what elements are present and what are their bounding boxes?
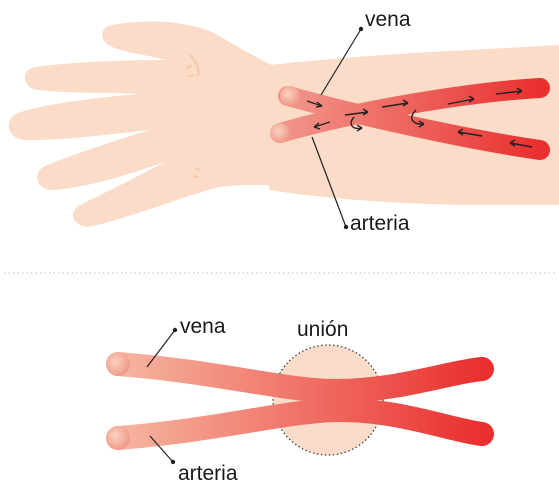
- top-vein-label: vena: [365, 8, 411, 31]
- bottom-vein-label: vena: [180, 315, 226, 338]
- top-panel: vena arteria: [9, 8, 559, 235]
- top-artery-label: arteria: [350, 212, 410, 235]
- bottom-vein-end-cap: [106, 352, 130, 376]
- leader-dot: [359, 27, 363, 31]
- top-vein-end-cap: [280, 86, 300, 106]
- bottom-artery-label: arteria: [178, 462, 238, 485]
- bottom-panel: vena arteria unión: [106, 315, 482, 485]
- junction-label: unión: [297, 318, 348, 341]
- hand-shape: [9, 22, 300, 227]
- bottom-artery-end-cap: [106, 426, 130, 450]
- leader-dot: [171, 460, 175, 464]
- leader-dot: [173, 328, 177, 332]
- top-artery-end-cap: [270, 123, 290, 143]
- leader-dot: [344, 225, 348, 229]
